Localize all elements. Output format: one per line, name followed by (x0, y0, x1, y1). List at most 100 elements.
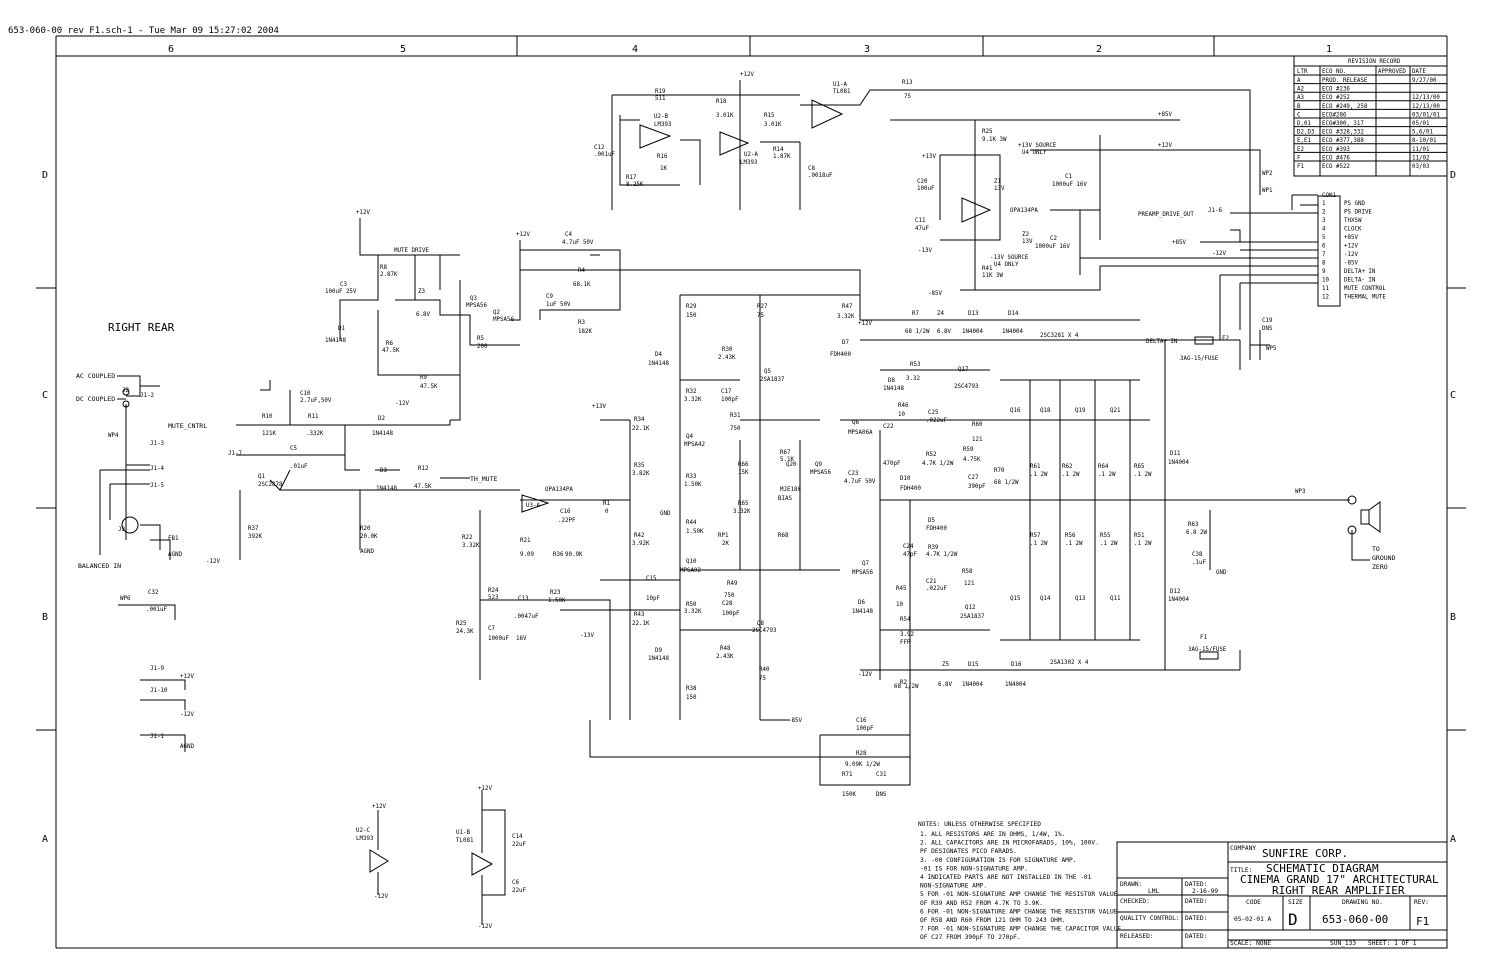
svg-text:R53: R53 (910, 362, 921, 368)
svg-text:1N4004: 1N4004 (1002, 329, 1023, 335)
svg-text:121K: 121K (262, 431, 276, 437)
p13-source-label: +13V SOURCE (1018, 143, 1057, 149)
svg-text:R47: R47 (842, 304, 853, 310)
svg-text:8.25K: 8.25K (626, 182, 644, 188)
svg-text:C10: C10 (300, 391, 311, 397)
svg-text:2SA1837: 2SA1837 (760, 377, 785, 383)
svg-text:200: 200 (477, 344, 488, 350)
svg-text:4.7K 1/2W: 4.7K 1/2W (926, 552, 958, 558)
svg-text:47pF: 47pF (903, 552, 917, 558)
svg-text:J2: J2 (122, 388, 129, 394)
svg-text:C24: C24 (903, 544, 914, 550)
svg-text:10: 10 (898, 412, 905, 418)
svg-text:1N4148: 1N4148 (852, 609, 873, 615)
note-line: 6 FOR -01 NON-SIGNATURE AMP CHANGE THE R… (920, 908, 1118, 915)
svg-text:R17: R17 (626, 175, 637, 181)
checked-label: CHECKED: (1120, 898, 1150, 905)
rev-cell: ECO#286 (1322, 112, 1347, 118)
svg-text:6.8V: 6.8V (938, 682, 952, 688)
rev-cell: ECO #252 (1322, 95, 1350, 101)
svg-text:Q10: Q10 (686, 559, 697, 565)
svg-text:1N4004: 1N4004 (1005, 682, 1026, 688)
svg-text:D3: D3 (380, 468, 387, 474)
svg-text:R63: R63 (1188, 522, 1199, 528)
con1-pin-label: -85V (1344, 261, 1358, 267)
svg-text:R56: R56 (1065, 533, 1076, 539)
rev-cell: E,E1 (1297, 138, 1311, 144)
svg-text:U1-A: U1-A (833, 82, 847, 88)
drawing-frame (36, 35, 1466, 949)
p13-flag: +13V (922, 154, 936, 160)
svg-text:DNS: DNS (876, 792, 887, 798)
svg-text:47uF: 47uF (915, 226, 929, 232)
zone-col-4: 4 (632, 44, 638, 55)
comparator-section: +12V (611, 72, 1251, 360)
supply-section: +13V SOURCE U4 ONLY -13V SOURCE U4 ONLY … (890, 112, 1261, 297)
svg-text:182K: 182K (578, 329, 592, 335)
svg-text:+12V: +12V (180, 674, 194, 680)
svg-text:J3: J3 (118, 527, 125, 533)
svg-text:1N4148: 1N4148 (883, 386, 904, 392)
con1-pin-label: DELTA+ IN (1344, 269, 1376, 275)
dc-coupled-label: DC COUPLED (76, 395, 115, 403)
svg-text:R20: R20 (360, 526, 371, 532)
section-title: RIGHT REAR (108, 321, 175, 334)
svg-text:-12V: -12V (374, 894, 388, 900)
svg-text:MPSA42: MPSA42 (684, 442, 705, 448)
svg-text:.332K: .332K (306, 431, 324, 437)
notes-head: NOTES: UNLESS OTHERWISE SPECIFIED (918, 821, 1041, 828)
sun-code: SUN_133 (1330, 940, 1356, 947)
note-line: OF R39 AND R52 FROM 4.7K TO 3.9K. (920, 900, 1043, 907)
rev-cell: 12/13/00 (1412, 95, 1440, 101)
svg-text:C21: C21 (926, 579, 937, 585)
rev-cell: F1 (1297, 164, 1304, 170)
svg-text:R37: R37 (248, 526, 259, 532)
dated-label-4: DATED: (1185, 933, 1207, 940)
rev-cell: ECO #476 (1322, 155, 1350, 161)
rev-cell: D2,D3 (1297, 130, 1315, 136)
svg-text:TL081: TL081 (456, 838, 474, 844)
zone-row-a-left: A (42, 834, 48, 845)
con1-pin-label: THERMAL MUTE (1344, 295, 1386, 301)
note-line: 2. ALL CAPACITORS ARE IN MICROFARADS, 10… (920, 840, 1099, 847)
con1-pin-label: PS DRIVE (1344, 210, 1372, 216)
svg-text:D4: D4 (655, 352, 662, 358)
svg-text:Q14: Q14 (1040, 596, 1051, 602)
dated-label-1: DATED: (1185, 881, 1207, 888)
svg-text:U1-B: U1-B (456, 830, 470, 836)
svg-text:Q11: Q11 (1110, 596, 1121, 602)
svg-text:GND: GND (1216, 570, 1227, 576)
rev-cell: 11/02 (1412, 155, 1429, 161)
con1-pin-number: 8 (1322, 261, 1326, 267)
svg-text:6.8V: 6.8V (937, 329, 951, 335)
released-label: RELEASED: (1120, 933, 1154, 940)
rev-cell: ECO #393 (1322, 147, 1350, 153)
drawn-date: 2-16-99 (1192, 888, 1218, 895)
rev-cell: B (1297, 104, 1301, 110)
svg-text:68 1/2W: 68 1/2W (894, 684, 919, 690)
svg-text:D2: D2 (378, 416, 385, 422)
svg-text:D11: D11 (1170, 451, 1181, 457)
mute-drive-label: MUTE DRIVE (394, 248, 429, 254)
upper-trans-label: 2SC3281 X 4 (1040, 333, 1079, 339)
svg-text:2.43K: 2.43K (718, 355, 736, 361)
svg-text:Z1: Z1 (994, 179, 1001, 185)
svg-text:C11: C11 (915, 218, 926, 224)
rev-col-header: DATE (1412, 69, 1426, 75)
svg-text:121: 121 (964, 581, 975, 587)
svg-text:Q16: Q16 (1010, 408, 1021, 414)
svg-text:U2-A: U2-A (744, 152, 758, 158)
svg-text:R43: R43 (634, 612, 645, 618)
svg-text:R49: R49 (727, 581, 738, 587)
svg-text:R46: R46 (898, 403, 909, 409)
rev-cell: ECO #249, 258 (1322, 104, 1368, 110)
svg-text:3.92: 3.92 (900, 632, 914, 638)
svg-text:U2-B: U2-B (654, 114, 668, 120)
svg-text:Z3: Z3 (418, 289, 425, 295)
svg-text:Q5: Q5 (764, 369, 771, 375)
svg-text:J1-4: J1-4 (150, 466, 164, 472)
svg-text:R44: R44 (686, 520, 697, 526)
svg-text:68 1/2W: 68 1/2W (994, 480, 1019, 486)
lower-trans-label: 2SA1302 X 4 (1050, 660, 1089, 666)
svg-text:R60: R60 (972, 422, 983, 428)
